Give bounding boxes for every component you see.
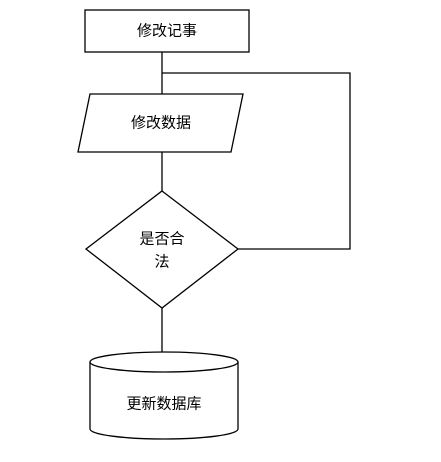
decision-node-label-line-2: 法	[154, 253, 169, 271]
database-node-update-db: 更新数据库	[89, 351, 239, 440]
database-node-update-db-label: 更新数据库	[126, 395, 201, 413]
decision-node-label-line-1: 是否合	[139, 230, 184, 248]
process-node-edit-note-label: 修改记事	[137, 22, 197, 40]
connector-loop-back	[162, 72, 351, 250]
process-node-edit-note: 修改记事	[84, 9, 250, 53]
decision-node-is-valid: 是否合 法	[84, 190, 240, 309]
data-node-modify-data-label: 修改数据	[131, 114, 191, 132]
data-node-modify-data: 修改数据	[77, 93, 244, 153]
